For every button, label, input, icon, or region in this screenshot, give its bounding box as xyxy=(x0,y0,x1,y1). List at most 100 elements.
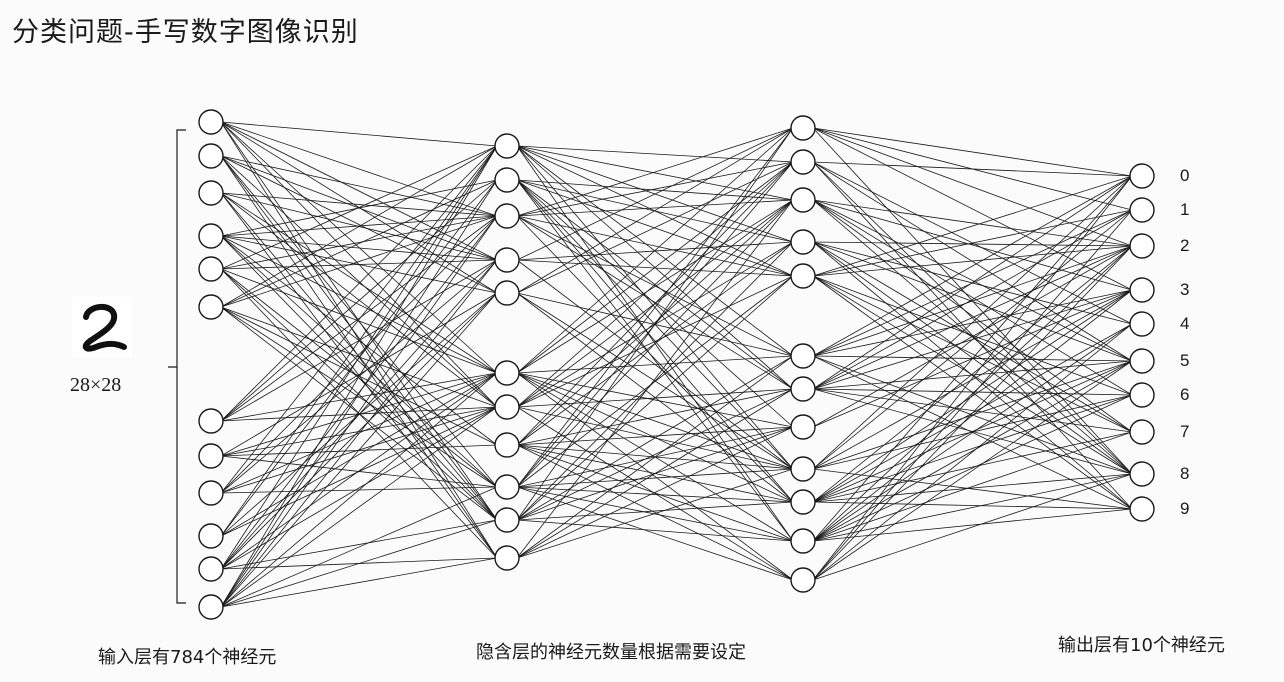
connection-line xyxy=(517,128,793,373)
input-neuron xyxy=(199,444,223,468)
hidden2-neuron xyxy=(791,264,815,288)
hidden1-neuron xyxy=(495,248,519,272)
connection-line xyxy=(221,122,497,216)
handwritten-digit-image xyxy=(72,297,132,357)
connection-line xyxy=(517,487,793,580)
output-neuron xyxy=(1130,497,1154,521)
connection-line xyxy=(517,469,793,558)
connection-line xyxy=(221,180,497,607)
connection-line xyxy=(517,162,793,445)
connection-line xyxy=(813,200,1132,246)
output-neuron xyxy=(1130,349,1154,373)
hidden1-neuron xyxy=(495,134,519,158)
input-neuron xyxy=(199,295,223,319)
connection-line xyxy=(813,474,1132,502)
connection-line xyxy=(517,427,793,558)
output-label-7: 7 xyxy=(1180,422,1189,442)
output-neuron xyxy=(1130,164,1154,188)
hidden1-neuron xyxy=(495,361,519,385)
input-neuron xyxy=(199,257,223,281)
hidden1-neuron xyxy=(495,546,519,570)
connection-line xyxy=(221,156,497,216)
output-label-3: 3 xyxy=(1180,280,1189,300)
input-neuron xyxy=(199,224,223,248)
connection-line xyxy=(813,128,1132,246)
connection-line xyxy=(221,216,497,607)
input-neuron xyxy=(199,110,223,134)
input-neuron xyxy=(199,595,223,619)
output-neuron xyxy=(1130,383,1154,407)
connection-line xyxy=(221,216,497,493)
output-label-0: 0 xyxy=(1180,166,1189,186)
connection-line xyxy=(813,246,1132,389)
connection-line xyxy=(221,146,497,607)
hidden2-neuron xyxy=(791,490,815,514)
connection-line xyxy=(813,210,1132,580)
output-neuron xyxy=(1130,198,1154,222)
output-label-6: 6 xyxy=(1180,385,1189,405)
output-label-8: 8 xyxy=(1180,464,1189,484)
connection-line xyxy=(221,156,497,293)
connection-line xyxy=(517,200,793,373)
connection-line xyxy=(813,361,1132,389)
connection-line xyxy=(221,520,497,607)
hidden2-neuron xyxy=(791,568,815,592)
connection-line xyxy=(221,156,497,407)
hidden2-neuron xyxy=(791,230,815,254)
hidden1-neuron xyxy=(495,475,519,499)
hidden1-neuron xyxy=(495,168,519,192)
connection-line xyxy=(221,146,497,493)
input-layer-caption: 输入层有784个神经元 xyxy=(98,643,276,669)
output-label-4: 4 xyxy=(1180,314,1189,334)
connection-line xyxy=(813,176,1132,469)
connection-line xyxy=(813,176,1132,580)
connection-line xyxy=(221,216,497,569)
connection-line xyxy=(813,210,1132,356)
input-neuron xyxy=(199,524,223,548)
output-layer-caption: 输出层有10个神经元 xyxy=(1058,631,1225,657)
output-label-2: 2 xyxy=(1180,236,1189,256)
hidden-layer-caption: 隐含层的神经元数量根据需要设定 xyxy=(476,638,746,664)
output-neuron xyxy=(1130,278,1154,302)
hidden2-neuron xyxy=(791,377,815,401)
output-neuron xyxy=(1130,420,1154,444)
connection-line xyxy=(813,474,1132,541)
image-size-label: 28×28 xyxy=(70,374,121,397)
connection-line xyxy=(813,200,1132,395)
output-neuron xyxy=(1130,312,1154,336)
hidden2-neuron xyxy=(791,150,815,174)
connection-line xyxy=(813,246,1132,580)
connection-line xyxy=(813,242,1132,361)
input-neuron xyxy=(199,481,223,505)
hidden2-neuron xyxy=(791,344,815,368)
hidden1-neuron xyxy=(495,204,519,228)
connection-line xyxy=(813,162,1132,361)
connection-line xyxy=(221,180,497,236)
hidden2-neuron xyxy=(791,529,815,553)
output-neuron xyxy=(1130,462,1154,486)
input-brace xyxy=(168,130,186,603)
connection-line xyxy=(813,200,1132,432)
hidden1-neuron xyxy=(495,281,519,305)
connection-line xyxy=(813,361,1132,502)
output-label-5: 5 xyxy=(1180,351,1189,371)
connection-line xyxy=(221,373,497,607)
connection-line xyxy=(813,474,1132,580)
connection-line xyxy=(517,200,793,487)
hidden2-neuron xyxy=(791,188,815,212)
connection-line xyxy=(517,487,793,502)
connection-line xyxy=(221,236,497,487)
input-neuron xyxy=(199,181,223,205)
output-label-9: 9 xyxy=(1180,499,1189,519)
connection-line xyxy=(517,180,793,200)
connection-line xyxy=(221,558,497,607)
hidden2-neuron xyxy=(791,457,815,481)
connection-line xyxy=(221,216,497,421)
hidden2-neuron xyxy=(791,116,815,140)
output-label-1: 1 xyxy=(1180,200,1189,220)
input-neuron xyxy=(199,144,223,168)
input-neuron xyxy=(199,409,223,433)
connection-line xyxy=(517,162,793,407)
input-neuron xyxy=(199,557,223,581)
